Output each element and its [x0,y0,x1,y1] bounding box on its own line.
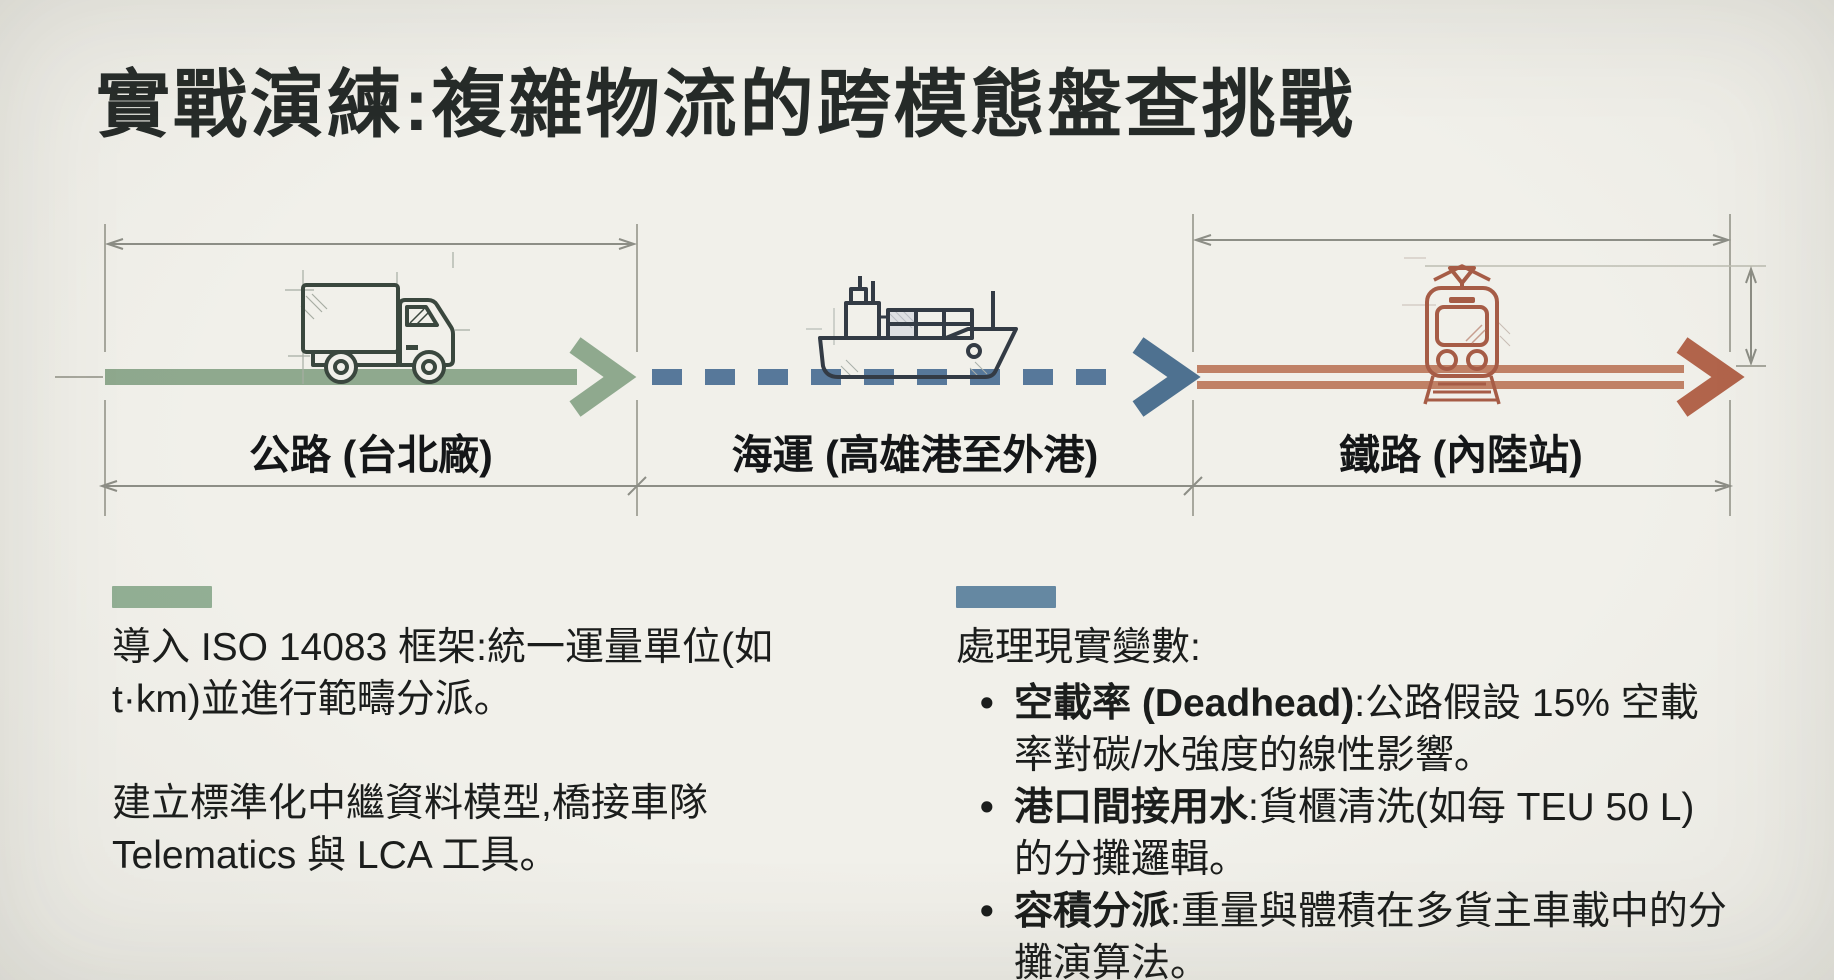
train-construction-lines [1402,257,1511,347]
bullet-icon: • [980,682,994,725]
page-title: 實戰演練:複雜物流的跨模態盤查挑戰 [96,63,1356,146]
truck-icon [285,252,470,384]
ship-icon [806,276,1018,379]
road-segment-label: 公路 (台北廠) [249,432,493,478]
sea-segment-label: 海運 (高雄港至外港) [732,432,1099,478]
train-icon [1402,257,1511,405]
variables-heading: 處理現實變數: [956,626,1201,669]
port-water-term: 港口間接用水 [1014,786,1249,829]
list-item-volume-allocation: • 容積分派:重量與體積在多貨主車載中的分 攤演算法。 [956,886,1740,980]
variables-list: • 空載率 (Deadhead):公路假設 15% 空載 率對碳/水強度的線性影… [956,678,1740,980]
bullet-icon: • [980,786,994,829]
iso-framework-paragraph: 導入 ISO 14083 框架:統一運量單位(如 t·km)並進行範疇分派。 [112,626,773,721]
volume-allocation-text: :重量與體積在多貨主車載中的分 攤演算法。 [1014,890,1727,980]
deadhead-text: :公路假設 15% 空載 率對碳/水強度的線性影響。 [1014,682,1699,777]
metadata-model-paragraph: 建立標準化中繼資料模型,橋接車隊 Telematics 與 LCA 工具。 [112,782,708,877]
list-item-deadhead: • 空載率 (Deadhead):公路假設 15% 空載 率對碳/水強度的線性影… [956,678,1740,782]
volume-allocation-term: 容積分派 [1014,890,1171,933]
blue-accent-bar [956,586,1056,608]
variables-panel: 處理現實變數: • 空載率 (Deadhead):公路假設 15% 空載 率對碳… [956,586,1740,980]
green-accent-bar [112,586,212,608]
bullet-icon: • [980,890,994,933]
framework-panel: 導入 ISO 14083 框架:統一運量單位(如 t·km)並進行範疇分派。 建… [112,586,880,882]
port-water-text: :貨櫃清洗(如每 TEU 50 L) 的分攤邏輯。 [1014,786,1695,881]
deadhead-term: 空載率 (Deadhead) [1014,682,1355,725]
list-item-port-water: • 港口間接用水:貨櫃清洗(如每 TEU 50 L) 的分攤邏輯。 [956,782,1740,886]
dimension-lines [55,214,1766,516]
road-arrow [105,337,637,417]
rail-segment-label: 鐵路 (內陸站) [1339,432,1583,478]
